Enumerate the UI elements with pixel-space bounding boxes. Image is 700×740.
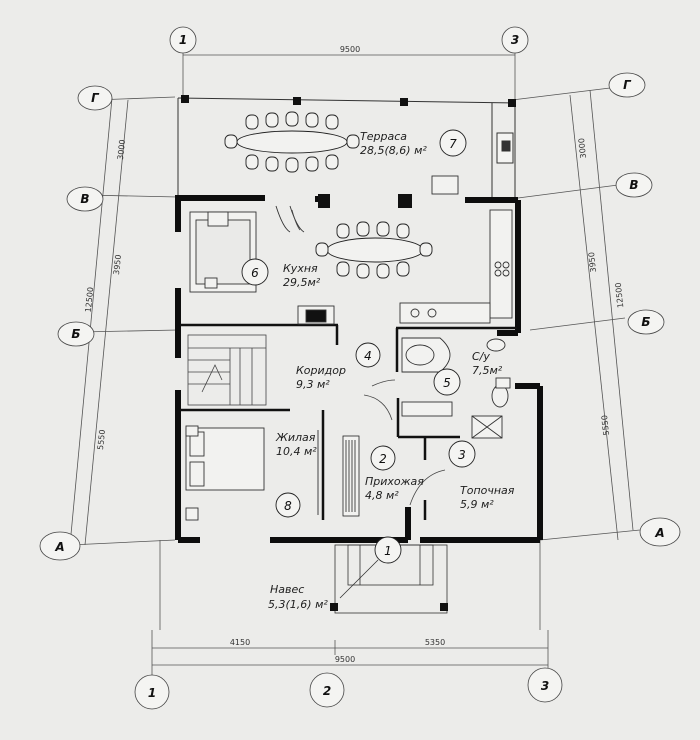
dim-left-1: 3000 [116, 139, 127, 160]
room-area-boiler: 5,9 м² [460, 498, 494, 511]
room-number-bedroom: 8 [284, 499, 292, 513]
room-area-hall: 4,8 м² [365, 489, 399, 502]
room-number-corridor: 4 [364, 349, 372, 363]
dim-bottom-left: 4150 [230, 638, 250, 647]
terrace-outline [177, 97, 516, 200]
staircase [187, 334, 267, 406]
terrace-dining-table [224, 111, 360, 173]
bedroom-furniture [185, 425, 319, 521]
terrace-posts [181, 95, 516, 107]
hall-wardrobe [342, 435, 360, 517]
dimension-lines [69, 48, 641, 675]
room-name-kitchen: Кухня [283, 262, 318, 275]
dim-top-total: 9500 [340, 45, 360, 54]
room-number-boiler: 3 [458, 448, 466, 462]
dim-bottom-total: 9500 [335, 655, 355, 664]
axis-right-b: Б [641, 315, 650, 329]
canopy-leader [339, 559, 379, 599]
room-name-corridor: Коридор [296, 364, 346, 377]
room-area-canopy: 5,3(1,6) м² [268, 598, 328, 611]
dim-left-total: 12500 [84, 287, 96, 313]
wall-posts [318, 194, 412, 208]
axis-top-3: 3 [511, 33, 519, 47]
room-number-terrace: 7 [449, 137, 457, 151]
dim-left-2: 3950 [112, 254, 123, 275]
dim-bottom-right: 5350 [425, 638, 445, 647]
dim-right-3: 5550 [600, 415, 611, 436]
dim-left-3: 5550 [96, 429, 107, 450]
axis-left-v: В [80, 192, 89, 206]
room-name-boiler: Топочная [460, 484, 515, 497]
room-area-bedroom: 10,4 м² [276, 445, 317, 458]
room-number-hall: 2 [379, 452, 387, 466]
axis-bottom-3: 3 [541, 679, 549, 693]
axis-right-a: А [654, 526, 664, 540]
room-name-terrace: Терраса [360, 130, 407, 143]
kitchen-furniture [189, 175, 513, 325]
room-number-circles [241, 129, 476, 564]
room-name-hall: Прихожая [365, 475, 424, 488]
axis-top-1: 1 [179, 33, 187, 47]
room-area-bathroom: 7,5м² [472, 364, 503, 377]
axis-right-v: В [629, 178, 638, 192]
room-number-canopy: 1 [384, 544, 392, 558]
room-name-bathroom: С/у [472, 350, 490, 363]
door-swings [291, 209, 446, 506]
axis-left-b: Б [71, 327, 80, 341]
room-name-canopy: Навес [270, 583, 304, 596]
axis-bottom-1: 1 [148, 686, 156, 700]
axis-left-a: А [54, 540, 64, 554]
room-number-bathroom: 5 [443, 376, 451, 390]
dim-right-2: 3950 [587, 252, 598, 273]
dimension-labels: 9500 4150 5350 9500 3000 3950 12500 5550… [84, 45, 626, 664]
porch-posts [330, 603, 448, 611]
axis-bottom-2: 2 [323, 684, 331, 698]
axis-left-g: Г [91, 91, 100, 105]
interior-walls [180, 323, 517, 520]
room-area-kitchen: 29,5м² [283, 276, 321, 289]
axis-markers: 1 3 1 2 3 Г В Б А Г В Б А [39, 26, 681, 710]
bathroom-fixtures [401, 337, 511, 439]
room-area-corridor: 9,3 м² [296, 378, 330, 391]
room-name-bedroom: Жилая [275, 431, 316, 444]
kitchen-dining-table [315, 221, 433, 279]
dim-right-1: 3000 [577, 138, 588, 159]
room-area-terrace: 28,5(8,6) м² [360, 144, 427, 157]
room-number-kitchen: 6 [251, 266, 259, 280]
axis-right-g: Г [623, 78, 632, 92]
dim-right-total: 12500 [614, 282, 626, 308]
